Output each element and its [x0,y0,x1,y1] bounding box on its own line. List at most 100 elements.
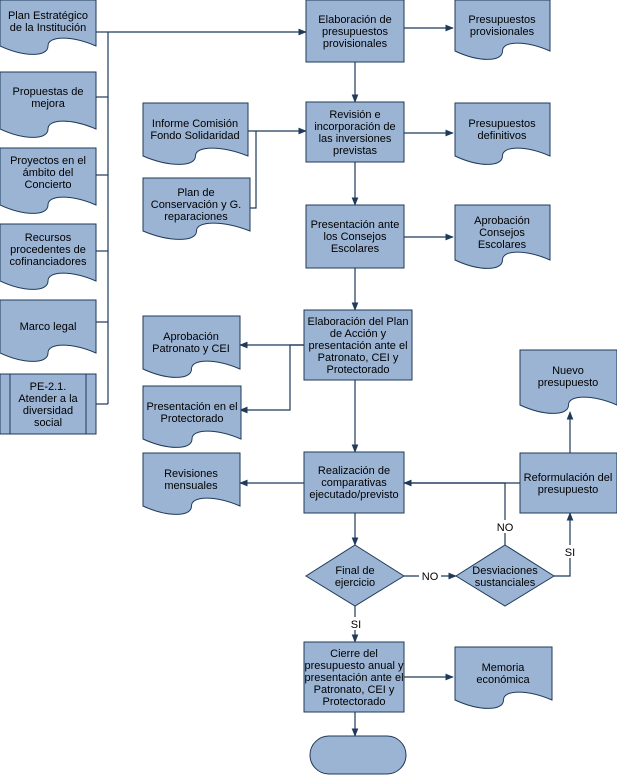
label-line: provisionales [470,26,535,38]
label-line: presupuesto [538,484,599,496]
label-line: reparaciones [164,211,228,223]
label-line: Cierre del [330,648,378,660]
label-line: Nuevo [552,365,584,377]
label-line: procedentes de [10,244,86,256]
process-revision-incorporacion [305,101,405,163]
process-presentacion-consejos [305,204,405,269]
decision-final-ejercicio [305,544,405,607]
label-line: ejecutado/previsto [309,489,398,501]
connector-desviaciones-to-realizacion [403,479,506,545]
label-line: sustanciales [475,577,536,589]
label-line: Consejos [479,227,525,239]
label-line: Presentación en el [146,401,237,413]
label-line: Revisión e [329,109,380,121]
label-line: Atender a la [18,393,78,405]
label-line: los Consejos [324,231,387,243]
label-si-1-bg [347,617,365,630]
process-elaboracion-plan-accion [303,309,413,381]
doc-informe-comision [142,102,249,165]
label-si-desviaciones: SI [565,547,575,559]
label-line: Escolares [478,239,527,251]
label-line: ejercicio [335,577,375,589]
doc-proyectos-concierto [0,147,97,214]
label-line: presentación ante el [308,340,407,352]
label-line: Proyectos en el [10,155,86,167]
label-line: ámbito del [23,167,74,179]
label-line: Plan de [177,187,214,199]
label-line: Recursos [25,232,72,244]
label-line: definitivos [478,130,527,142]
label-line: Protectorado [161,413,224,425]
label-no-1-bg [419,569,441,582]
connector-desviaciones-to-reformulacion [554,512,574,577]
label-line: Final de [335,565,374,577]
label-line: diversidad [23,405,73,417]
process-cierre [303,641,405,713]
label-line: Patronato, CEI y [314,684,395,696]
label-line: de la Institución [10,22,86,34]
doc-plan-conservacion [142,177,251,240]
label-line: Patronato, CEI y [318,352,399,364]
label-line: Conservación y G. [151,199,241,211]
label-no-desviaciones: NO [497,522,514,534]
label-line: Plan Estratégico [8,10,88,22]
label-line: Informe Comisión [152,118,238,130]
label-line: Presupuestos [468,118,536,130]
label-line: las inversiones [319,133,392,145]
doc-revisiones-mensuales [142,452,241,515]
process-elaboracion-provisionales [305,0,405,63]
label-line: Revisiones [164,468,218,480]
label-line: económica [476,674,530,686]
doc-plan-estrategico [0,0,97,55]
label-line: Protectorado [327,364,390,376]
label-line: Presupuestos [468,14,536,26]
label-line: Propuestas de [13,86,84,98]
label-line: Elaboración de [318,14,391,26]
process-pe-diversidad-inner [9,373,87,435]
label-line: Realización de [318,465,390,477]
label-line: Fondo Solidaridad [150,130,239,142]
label-line: mejora [31,98,66,110]
label-line: Presentación ante [311,219,400,231]
doc-presupuestos-provisionales [454,0,551,60]
label-line: presentación ante el [304,672,403,684]
process-realizacion-comparativas [303,451,405,514]
label-line: provisionales [323,38,388,50]
doc-presentacion-protectorado [142,385,242,448]
label-line: Escolares [331,243,380,255]
label-line: Desviaciones [472,565,538,577]
label-line: cofinanciadores [9,256,87,268]
label-marco-legal: Marco legal [20,321,77,333]
label-line: previstas [333,145,378,157]
label-line: Marco legal [20,321,77,333]
doc-presupuestos-definitivos [454,102,551,165]
label-line: Aprobación [163,331,219,343]
label-si-final: SI [351,619,361,631]
label-line: Protectorado [323,696,386,708]
label-line: presupuestos [322,26,389,38]
label-line: de Acción y [330,328,387,340]
doc-aprobacion-patronato [142,315,241,378]
doc-nuevo-presupuesto [519,349,617,414]
label-line: PE-2.1. [30,381,67,393]
label-line: incorporación de [314,121,395,133]
